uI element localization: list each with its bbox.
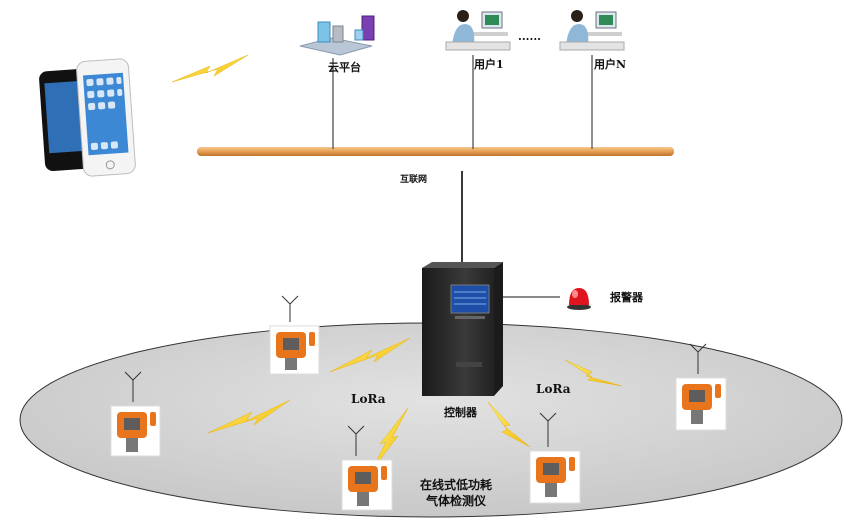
- user1-label: 用户1: [474, 58, 504, 71]
- internet-bus: [197, 147, 674, 156]
- cloud-platform-label: 云平台: [328, 61, 361, 74]
- lora-bolt-icon-upper-left: [329, 337, 411, 373]
- alarm-label: 报警器: [610, 291, 643, 304]
- lora-left-label: LoRa: [351, 392, 386, 406]
- lora-right-label: LoRa: [536, 382, 571, 396]
- phone-signal-bolt-icon: [171, 54, 249, 83]
- lora-bolt-icon-bottom: [371, 407, 409, 471]
- controller-cabinet-icon: [422, 262, 503, 396]
- gas-detector-icon: [341, 425, 393, 511]
- detector-label-line1: 在线式低功耗: [420, 478, 493, 492]
- userN-workstation-icon: [559, 10, 625, 51]
- gas-detector-icon: [675, 343, 727, 431]
- smartphone-icon: [39, 58, 136, 177]
- detector-label-line2: 气体检测仪: [426, 494, 487, 508]
- gas-detector-icon: [269, 295, 320, 375]
- gas-detector-icon: [529, 412, 581, 504]
- user1-workstation-icon: [445, 10, 511, 51]
- controller-label: 控制器: [444, 406, 477, 419]
- lora-bolt-icon-right: [564, 359, 623, 387]
- gas-detector-icon: [110, 371, 161, 457]
- cloud-server-icon: [299, 15, 375, 56]
- users-ellipsis: ......: [518, 30, 541, 43]
- userN-label: 用户N: [594, 58, 627, 71]
- lora-bolt-icon-left: [207, 399, 291, 434]
- lora-bolt-icon-bottom-right: [487, 401, 531, 448]
- alarm-beacon-icon: [567, 288, 591, 310]
- internet-label: 互联网: [400, 175, 428, 185]
